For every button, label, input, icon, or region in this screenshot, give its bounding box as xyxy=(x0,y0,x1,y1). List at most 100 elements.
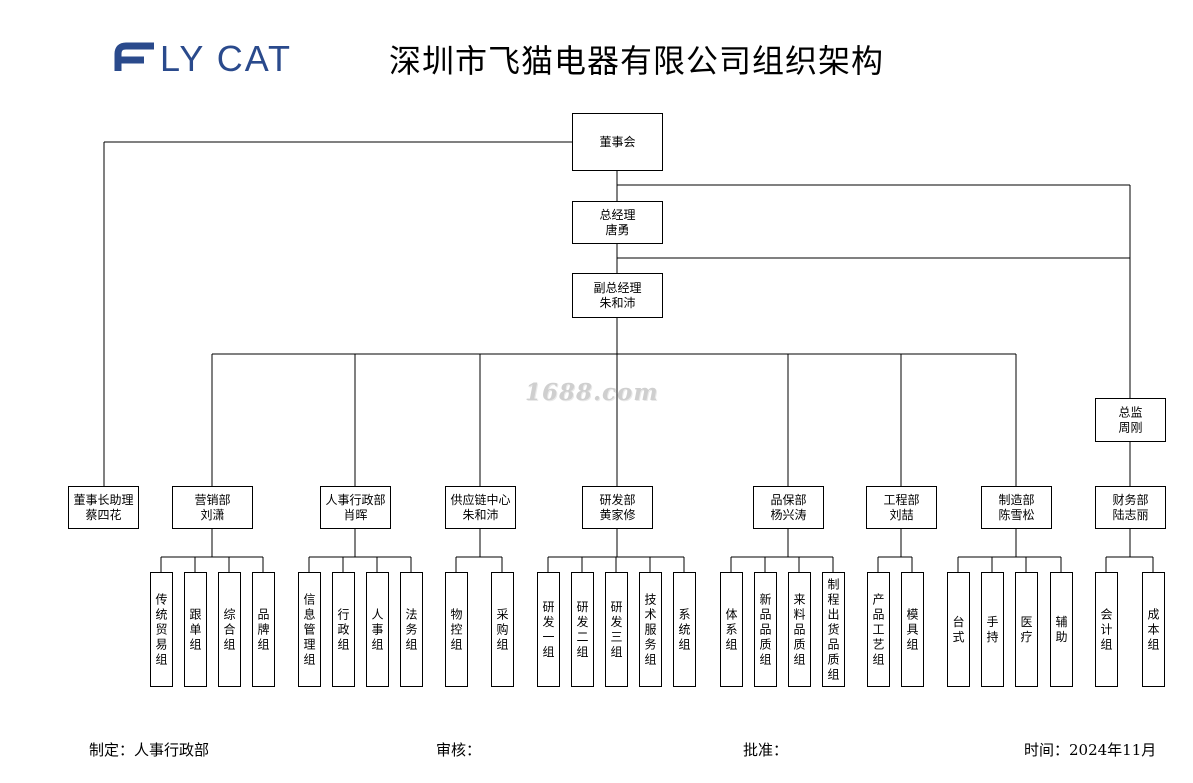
box-label: 刘喆 xyxy=(889,508,913,522)
group-label: 技术服务组 xyxy=(644,593,656,667)
group-box[interactable]: 辅助 xyxy=(1050,572,1073,687)
group-label: 制程出货品质组 xyxy=(827,578,839,682)
box-label: 董事会 xyxy=(599,135,635,149)
group-label: 模具组 xyxy=(906,608,918,652)
footer-approve: 批准： xyxy=(743,741,789,759)
group-box[interactable]: 医疗 xyxy=(1015,572,1038,687)
group-label: 法务组 xyxy=(405,608,417,652)
box-label: 杨兴涛 xyxy=(770,507,806,522)
group-box[interactable]: 信息管理组 xyxy=(298,572,321,687)
group-box[interactable]: 制程出货品质组 xyxy=(822,572,845,687)
group-box[interactable]: 物控组 xyxy=(445,572,468,687)
box-label: 副总经理 xyxy=(593,281,641,295)
group-box[interactable]: 传统贸易组 xyxy=(150,572,173,687)
group-label: 跟单组 xyxy=(189,608,201,652)
box-label: 总经理 xyxy=(599,208,635,222)
box-label: 唐勇 xyxy=(605,222,629,237)
group-label: 综合组 xyxy=(223,608,235,652)
group-label: 物控组 xyxy=(450,608,462,652)
box-label: 陈雪松 xyxy=(998,507,1034,522)
group-label: 传统贸易组 xyxy=(155,592,167,667)
group-label: 体系组 xyxy=(725,608,737,652)
group-label: 系统组 xyxy=(678,608,690,652)
group-label: 医疗 xyxy=(1020,615,1032,644)
group-label: 会计组 xyxy=(1100,608,1112,652)
group-label: 信息管理组 xyxy=(303,593,315,667)
group-box[interactable]: 研发二组 xyxy=(571,572,594,687)
box-label: 蔡四花 xyxy=(85,507,121,522)
box-label: 朱和沛 xyxy=(462,508,498,522)
box-label: 董事长助理 xyxy=(73,493,133,507)
box-label: 工程部 xyxy=(883,492,919,507)
group-label: 品牌组 xyxy=(257,608,269,652)
group-label: 研发三组 xyxy=(610,600,622,659)
group-label: 采购组 xyxy=(496,608,508,652)
watermark: 1688.com xyxy=(525,379,659,406)
box-label: 供应链中心 xyxy=(450,492,510,507)
group-box[interactable]: 系统组 xyxy=(673,572,696,687)
group-label: 辅助 xyxy=(1055,615,1067,644)
group-box[interactable]: 综合组 xyxy=(218,572,241,687)
group-box[interactable]: 成本组 xyxy=(1142,572,1165,687)
box-label: 陆志丽 xyxy=(1112,507,1148,522)
group-box[interactable]: 会计组 xyxy=(1095,572,1118,687)
group-box[interactable]: 台式 xyxy=(947,572,970,687)
box-label: 研发部 xyxy=(599,492,635,507)
group-label: 行政组 xyxy=(337,608,349,652)
group-box[interactable]: 人事组 xyxy=(366,572,389,687)
group-label: 手持 xyxy=(986,615,998,644)
box-label: 财务部 xyxy=(1112,492,1148,507)
group-label: 研发二组 xyxy=(576,600,588,659)
group-box[interactable]: 来料品质组 xyxy=(788,572,811,687)
svg-text:LY CAT: LY CAT xyxy=(160,38,292,78)
group-box[interactable]: 体系组 xyxy=(720,572,743,687)
group-label: 人事组 xyxy=(371,608,383,652)
box-label: 品保部 xyxy=(770,492,806,507)
group-box[interactable]: 品牌组 xyxy=(252,572,275,687)
group-box[interactable]: 跟单组 xyxy=(184,572,207,687)
page-title: 深圳市飞猫电器有限公司组织架构 xyxy=(388,42,884,80)
box-label: 肖晖 xyxy=(343,508,367,522)
group-box[interactable]: 手持 xyxy=(981,572,1004,687)
box-label: 刘潇 xyxy=(200,508,224,522)
group-box[interactable]: 行政组 xyxy=(332,572,355,687)
box-label: 周刚 xyxy=(1118,421,1142,435)
group-box[interactable]: 研发三组 xyxy=(605,572,628,687)
group-box[interactable]: 研发一组 xyxy=(537,572,560,687)
board-box[interactable]: 董事会 xyxy=(572,113,663,171)
group-label: 新品品质组 xyxy=(759,592,771,667)
footer-made-by: 制定：人事行政部 xyxy=(89,741,210,759)
group-box[interactable]: 法务组 xyxy=(400,572,423,687)
group-box[interactable]: 技术服务组 xyxy=(639,572,662,687)
group-box[interactable]: 新品品质组 xyxy=(754,572,777,687)
group-box[interactable]: 采购组 xyxy=(491,572,514,687)
box-label: 黄家修 xyxy=(599,507,635,522)
group-label: 成本组 xyxy=(1147,608,1159,652)
box-label: 制造部 xyxy=(998,492,1034,507)
box-label: 总监 xyxy=(1118,406,1142,420)
box-label: 人事行政部 xyxy=(325,492,385,507)
box-label: 朱和沛 xyxy=(599,296,635,310)
group-label: 产品工艺组 xyxy=(872,593,884,667)
group-box[interactable]: 产品工艺组 xyxy=(867,572,890,687)
footer-review: 审核： xyxy=(436,741,482,759)
flycat-logo: LY CAT xyxy=(114,38,304,79)
group-label: 台式 xyxy=(952,614,964,644)
footer-date: 时间：2024年11月 xyxy=(1024,741,1157,759)
group-box[interactable]: 模具组 xyxy=(901,572,924,687)
group-label: 研发一组 xyxy=(542,600,554,659)
box-label: 营销部 xyxy=(194,492,230,507)
